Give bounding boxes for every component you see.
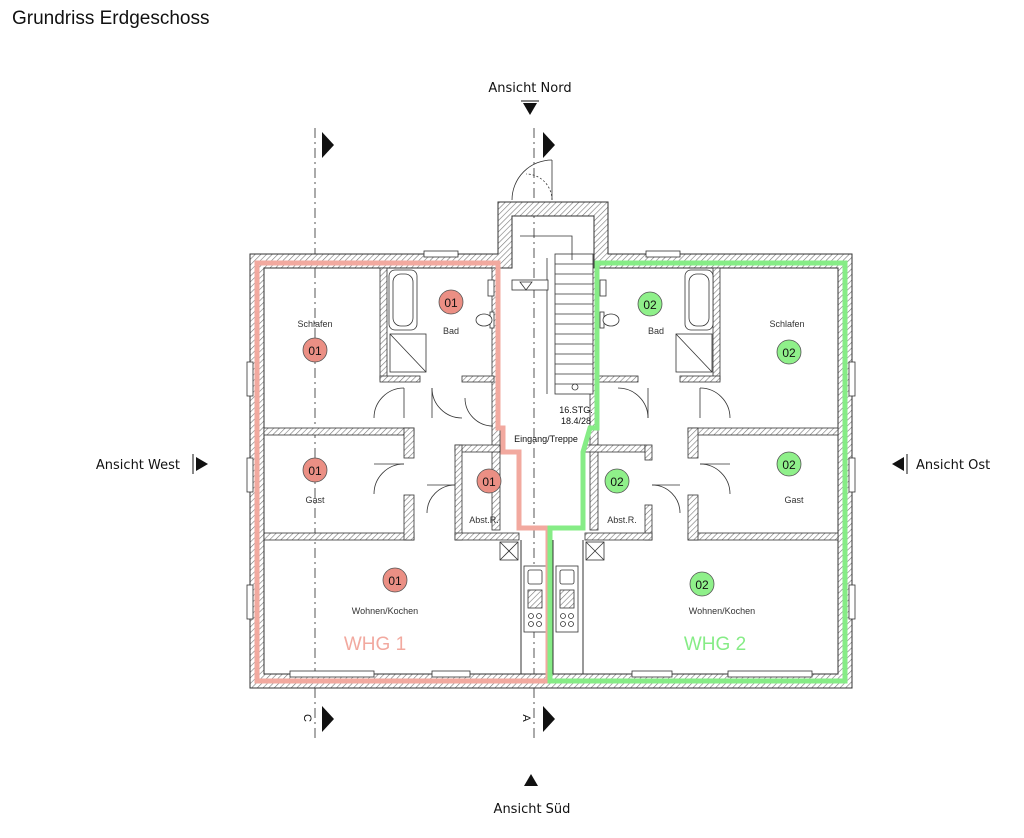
- whg1-label: WHG 1: [344, 634, 406, 655]
- section-marker-a-bottom: [543, 706, 555, 732]
- room-badge: [302, 337, 328, 363]
- room-number: 02: [782, 346, 796, 360]
- elevation-south-label: Ansicht Süd: [494, 802, 571, 817]
- section-marker-a-top: [543, 132, 555, 158]
- section-marker-c-bottom: [322, 706, 334, 732]
- room-number: 02: [643, 298, 657, 312]
- staircase: [511, 235, 594, 395]
- section-marker-c-top: [322, 132, 334, 158]
- elevation-east-arrow: [892, 457, 904, 471]
- walls: [249, 201, 853, 689]
- room-number: 01: [482, 475, 496, 489]
- room-label: Wohnen/Kochen: [689, 606, 755, 616]
- elevation-east-label: Ansicht Ost: [916, 458, 990, 473]
- kitchen-fixtures: [499, 541, 605, 633]
- room-label: Bad: [443, 326, 459, 336]
- room-number: 01: [308, 344, 322, 358]
- whg2-rooms: Schlafen 02 02 Bad 02 Gast 02 Abst.R. 02…: [604, 291, 805, 655]
- room-label: Wohnen/Kochen: [352, 606, 418, 616]
- elevation-west-label: Ansicht West: [96, 458, 180, 473]
- room-number: 02: [695, 578, 709, 592]
- room-badge: [604, 468, 630, 494]
- room-label: Bad: [648, 326, 664, 336]
- room-label: Abst.R.: [469, 515, 499, 525]
- stair-label: Eingang/Treppe: [514, 434, 578, 444]
- room-number: 02: [610, 475, 624, 489]
- room-badge: [382, 567, 408, 593]
- elevation-north-label: Ansicht Nord: [488, 81, 571, 96]
- room-label: Schlafen: [297, 319, 332, 329]
- elevation-north-arrow: [523, 103, 537, 115]
- room-number: 02: [782, 458, 796, 472]
- room-badge: [476, 468, 502, 494]
- room-badge: [776, 339, 802, 365]
- room-label: Gast: [305, 495, 325, 505]
- room-badge: [637, 291, 663, 317]
- windows: [246, 250, 856, 678]
- room-label: Schlafen: [769, 319, 804, 329]
- stair-ratio: 18.4/28: [561, 416, 591, 426]
- room-badge: [689, 571, 715, 597]
- room-label: Abst.R.: [607, 515, 637, 525]
- room-badge: [302, 457, 328, 483]
- bathroom-fixtures: [388, 269, 714, 373]
- room-label: Gast: [784, 495, 804, 505]
- whg2-label: WHG 2: [684, 634, 746, 655]
- whg1-boundary: [254, 260, 551, 684]
- door-swings: [373, 387, 731, 514]
- stair-steps: 16.STG.: [559, 405, 593, 415]
- room-number: 01: [444, 296, 458, 310]
- page-title: Grundriss Erdgeschoss: [12, 8, 209, 29]
- whg1-rooms: Schlafen 01 01 Bad 01 Gast 01 Abst.R. 01…: [297, 289, 502, 655]
- room-badge: [776, 451, 802, 477]
- room-badge: [438, 289, 464, 315]
- room-number: 01: [308, 464, 322, 478]
- room-number: 01: [388, 574, 402, 588]
- entrance-door: [511, 159, 553, 201]
- elevation-west-arrow: [196, 457, 208, 471]
- section-label-a: A: [520, 714, 532, 722]
- whg2-boundary: [547, 260, 848, 684]
- section-label-c: C: [301, 714, 313, 722]
- elevation-south-arrow: [524, 774, 538, 786]
